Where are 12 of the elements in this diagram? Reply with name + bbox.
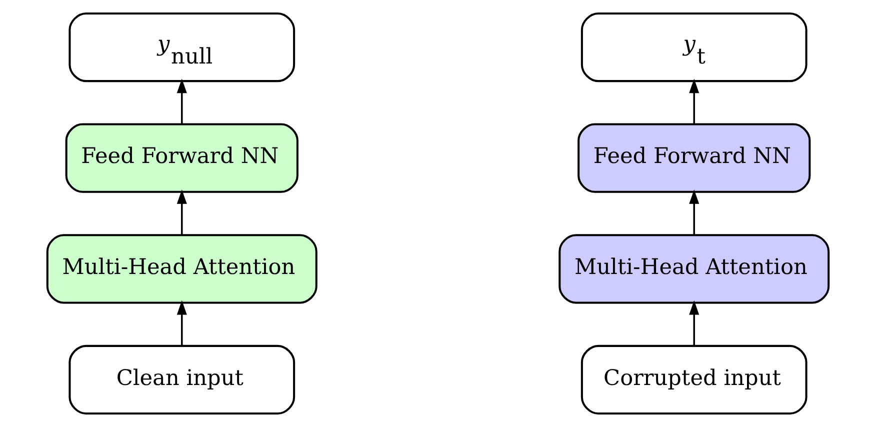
node-box: Feed Forward NN xyxy=(577,123,810,193)
node-box: Corrupted input xyxy=(580,344,807,415)
arrow xyxy=(688,300,699,346)
node-box: Multi-Head Attention xyxy=(558,234,830,304)
node-box: Multi-Head Attention xyxy=(46,234,317,304)
arrow xyxy=(176,78,186,124)
arrow xyxy=(688,78,699,124)
node-box: Clean input xyxy=(68,344,295,415)
node-box: Feed Forward NN xyxy=(64,123,298,193)
arrow xyxy=(176,300,186,346)
arrow xyxy=(176,190,186,236)
arrow xyxy=(688,190,699,236)
